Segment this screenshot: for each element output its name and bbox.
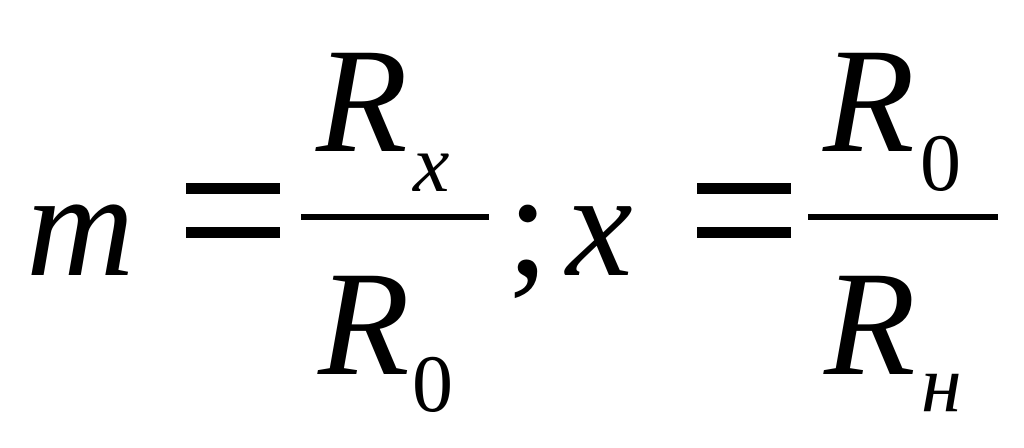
equals-bar-bottom (697, 227, 791, 238)
fraction1-denominator-subscript: 0 (412, 338, 453, 429)
equals-sign-1 (186, 183, 280, 239)
fraction2-numerator-base: R (823, 18, 915, 184)
equals-sign-2 (697, 183, 791, 239)
equals-bar-top (697, 183, 791, 194)
fraction2-bar (808, 214, 998, 220)
variable-x: x (566, 142, 633, 308)
variable-m: m (26, 142, 135, 308)
fraction1-denominator-base: R (318, 241, 410, 407)
fraction1-numerator-base: R (316, 18, 408, 184)
equals-bar-bottom (186, 227, 280, 238)
fraction1-bar (301, 214, 489, 220)
equals-bar-top (186, 183, 280, 194)
fraction2-denominator-subscript: н (921, 338, 962, 429)
fraction2-numerator-subscript: 0 (920, 117, 961, 208)
semicolon: ; (507, 142, 549, 308)
fraction2-denominator-base: R (824, 241, 916, 407)
fraction1-numerator-subscript: x (413, 118, 450, 209)
